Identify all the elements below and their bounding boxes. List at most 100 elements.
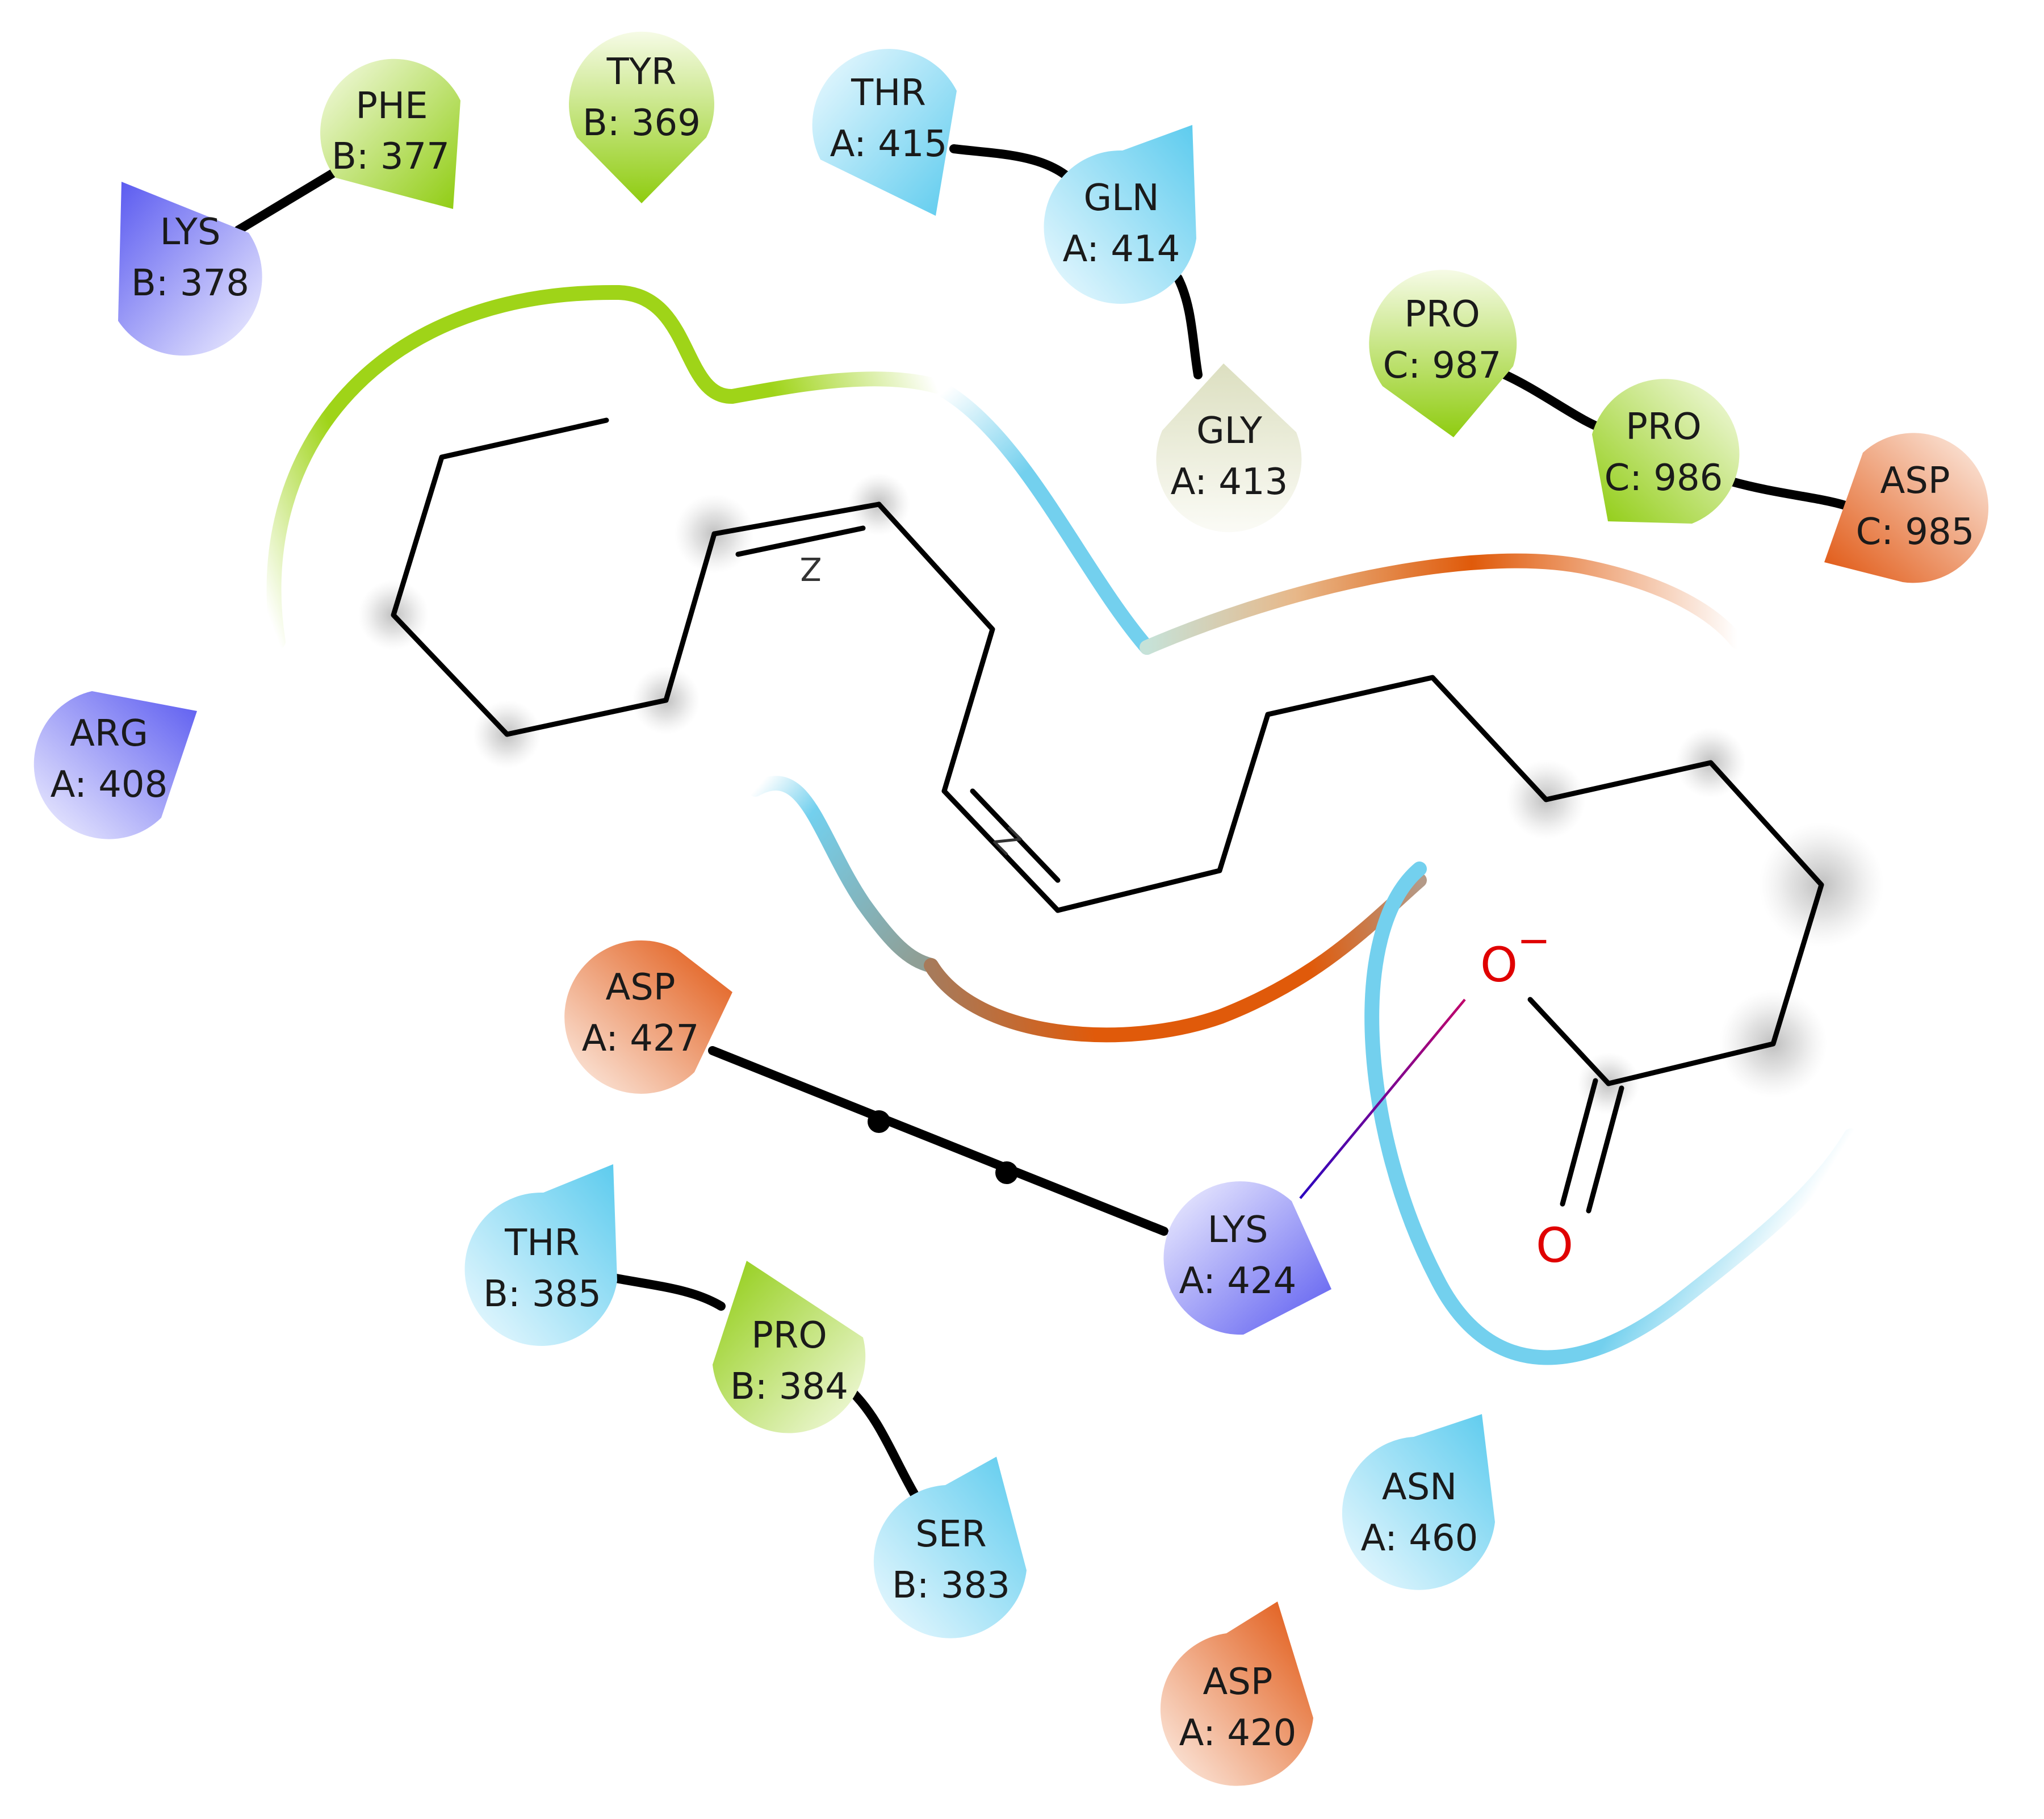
pocket-polar-segment-right (1364, 862, 1858, 1365)
residue: LYS B: 378 (118, 182, 262, 356)
residue: THR B: 385 (464, 1164, 617, 1346)
residue-shape (1369, 270, 1517, 437)
residue-shape (118, 182, 262, 356)
residue-name: ASP (606, 967, 676, 1009)
residue: PRO C: 987 (1369, 270, 1517, 437)
residue-name: PRO (1404, 294, 1480, 336)
residue-name: GLY (1196, 410, 1263, 452)
residue-name: ASP (1880, 460, 1950, 502)
residue-name: ARG (70, 713, 148, 755)
ligand-bond-c-o-double-inner (1586, 1085, 1624, 1214)
pocket-polar-segment-top (929, 379, 1154, 655)
residue: TYR B: 369 (569, 31, 714, 204)
residue-shape (464, 1164, 617, 1346)
residue-name: LYS (1208, 1209, 1268, 1251)
ligand-double-bond-2 (941, 788, 1061, 913)
residue-shape (1824, 433, 1989, 583)
residue-number: A: 427 (582, 1018, 700, 1060)
backbone-pro987-pro986 (1494, 367, 1617, 436)
residue: THR A: 415 (812, 49, 957, 216)
residue-shape (873, 1457, 1027, 1638)
ligand-chain-1 (391, 417, 717, 737)
residue-number: A: 415 (830, 123, 948, 165)
residue-number: A: 408 (51, 764, 168, 806)
backbone-pro986-asp985 (1727, 477, 1850, 510)
residue: SER B: 383 (873, 1457, 1027, 1638)
residue-number: A: 460 (1361, 1517, 1478, 1559)
ligand-chain-3 (1055, 675, 1824, 1086)
residue-name: PHE (355, 85, 428, 127)
residue-shape (569, 31, 714, 204)
backbone-break-dot (995, 1161, 1018, 1184)
residue: PRO B: 384 (713, 1261, 866, 1433)
residue: LYS A: 424 (1163, 1181, 1331, 1335)
ligand-double-bond-1-inner (735, 525, 866, 557)
stereo-label-z: Z (986, 821, 1028, 862)
backbone-break-dot (868, 1110, 890, 1133)
ligand-double-bond-2-inner (970, 788, 1061, 883)
residue-number: C: 986 (1605, 457, 1723, 499)
pocket-polar-segment-left (748, 776, 939, 973)
residue-name: PRO (751, 1315, 827, 1357)
residue-shape (1342, 1414, 1495, 1590)
residue-number: B: 378 (131, 262, 249, 304)
residue-number: A: 413 (1171, 461, 1288, 503)
residue: ASN A: 460 (1342, 1414, 1495, 1590)
residue: GLY A: 413 (1156, 363, 1302, 533)
residue-name: SER (915, 1513, 987, 1555)
pocket-acidic-segment-bottom (924, 873, 1427, 1043)
residue: GLN A: 414 (1044, 125, 1196, 304)
residue-number: A: 420 (1179, 1712, 1297, 1754)
residue-number: B: 377 (332, 136, 450, 178)
residue: PRO C: 986 (1592, 379, 1740, 524)
residue-shape (812, 49, 957, 216)
residue-shape (564, 940, 732, 1094)
salt-bridge-line (1299, 998, 1466, 1199)
ligand-bond-c-o-minus (1527, 997, 1611, 1086)
residue-number: A: 424 (1179, 1260, 1297, 1302)
residue-shape (713, 1261, 866, 1433)
residue: ASP A: 427 (564, 940, 732, 1094)
backbone-gln414-gly413 (1174, 274, 1203, 379)
stereo-label-z: Z (800, 550, 822, 587)
ligand-bond-c-o-double (1560, 1078, 1598, 1207)
residue-number: B: 383 (892, 1565, 1010, 1607)
backbone-pro384-ser383 (847, 1387, 919, 1498)
backbone-thr385-pro384 (609, 1273, 726, 1311)
residue-shape (320, 58, 460, 210)
ligand-chain-2 (876, 501, 995, 794)
residue-number: B: 369 (583, 102, 701, 144)
residue-number: B: 384 (730, 1366, 848, 1408)
residue-name: THR (851, 72, 926, 114)
residue-shape (1163, 1181, 1331, 1335)
ligand-structure (391, 417, 1824, 1214)
residue: ARG A: 408 (33, 691, 197, 839)
residue-number: C: 987 (1383, 345, 1502, 387)
negative-charge-label: − (1517, 917, 1551, 964)
backbone-asp427-lys424 (708, 1046, 1168, 1236)
residue-name: TYR (606, 51, 677, 93)
residue-name: PRO (1626, 406, 1701, 448)
residue-name: GLN (1083, 177, 1159, 219)
residue-name: THR (504, 1222, 580, 1264)
oxygen-atom-label: O (1480, 937, 1518, 993)
residue-shape (1592, 379, 1740, 524)
residue-shape (1160, 1601, 1313, 1786)
pocket-hydrophobic-segment (266, 285, 944, 649)
pocket-acidic-segment-top (1140, 553, 1745, 655)
residue-shape (33, 691, 197, 839)
residue-number: C: 985 (1856, 511, 1975, 553)
oxygen-atom-label: O (1536, 1218, 1573, 1273)
ligand-double-bond-1 (711, 501, 882, 537)
residue: PHE B: 377 (320, 58, 460, 210)
residue: ASP C: 985 (1824, 433, 1989, 583)
backbone-break-markers (868, 1110, 1018, 1184)
residue-name: ASP (1203, 1661, 1273, 1703)
residue: ASP A: 420 (1160, 1601, 1313, 1786)
residue-name: ASN (1382, 1466, 1457, 1508)
residue-name: LYS (160, 211, 221, 253)
residue-number: A: 414 (1063, 228, 1180, 270)
residue-shape (1044, 125, 1196, 304)
backbone-lys378-phe377 (234, 165, 344, 235)
